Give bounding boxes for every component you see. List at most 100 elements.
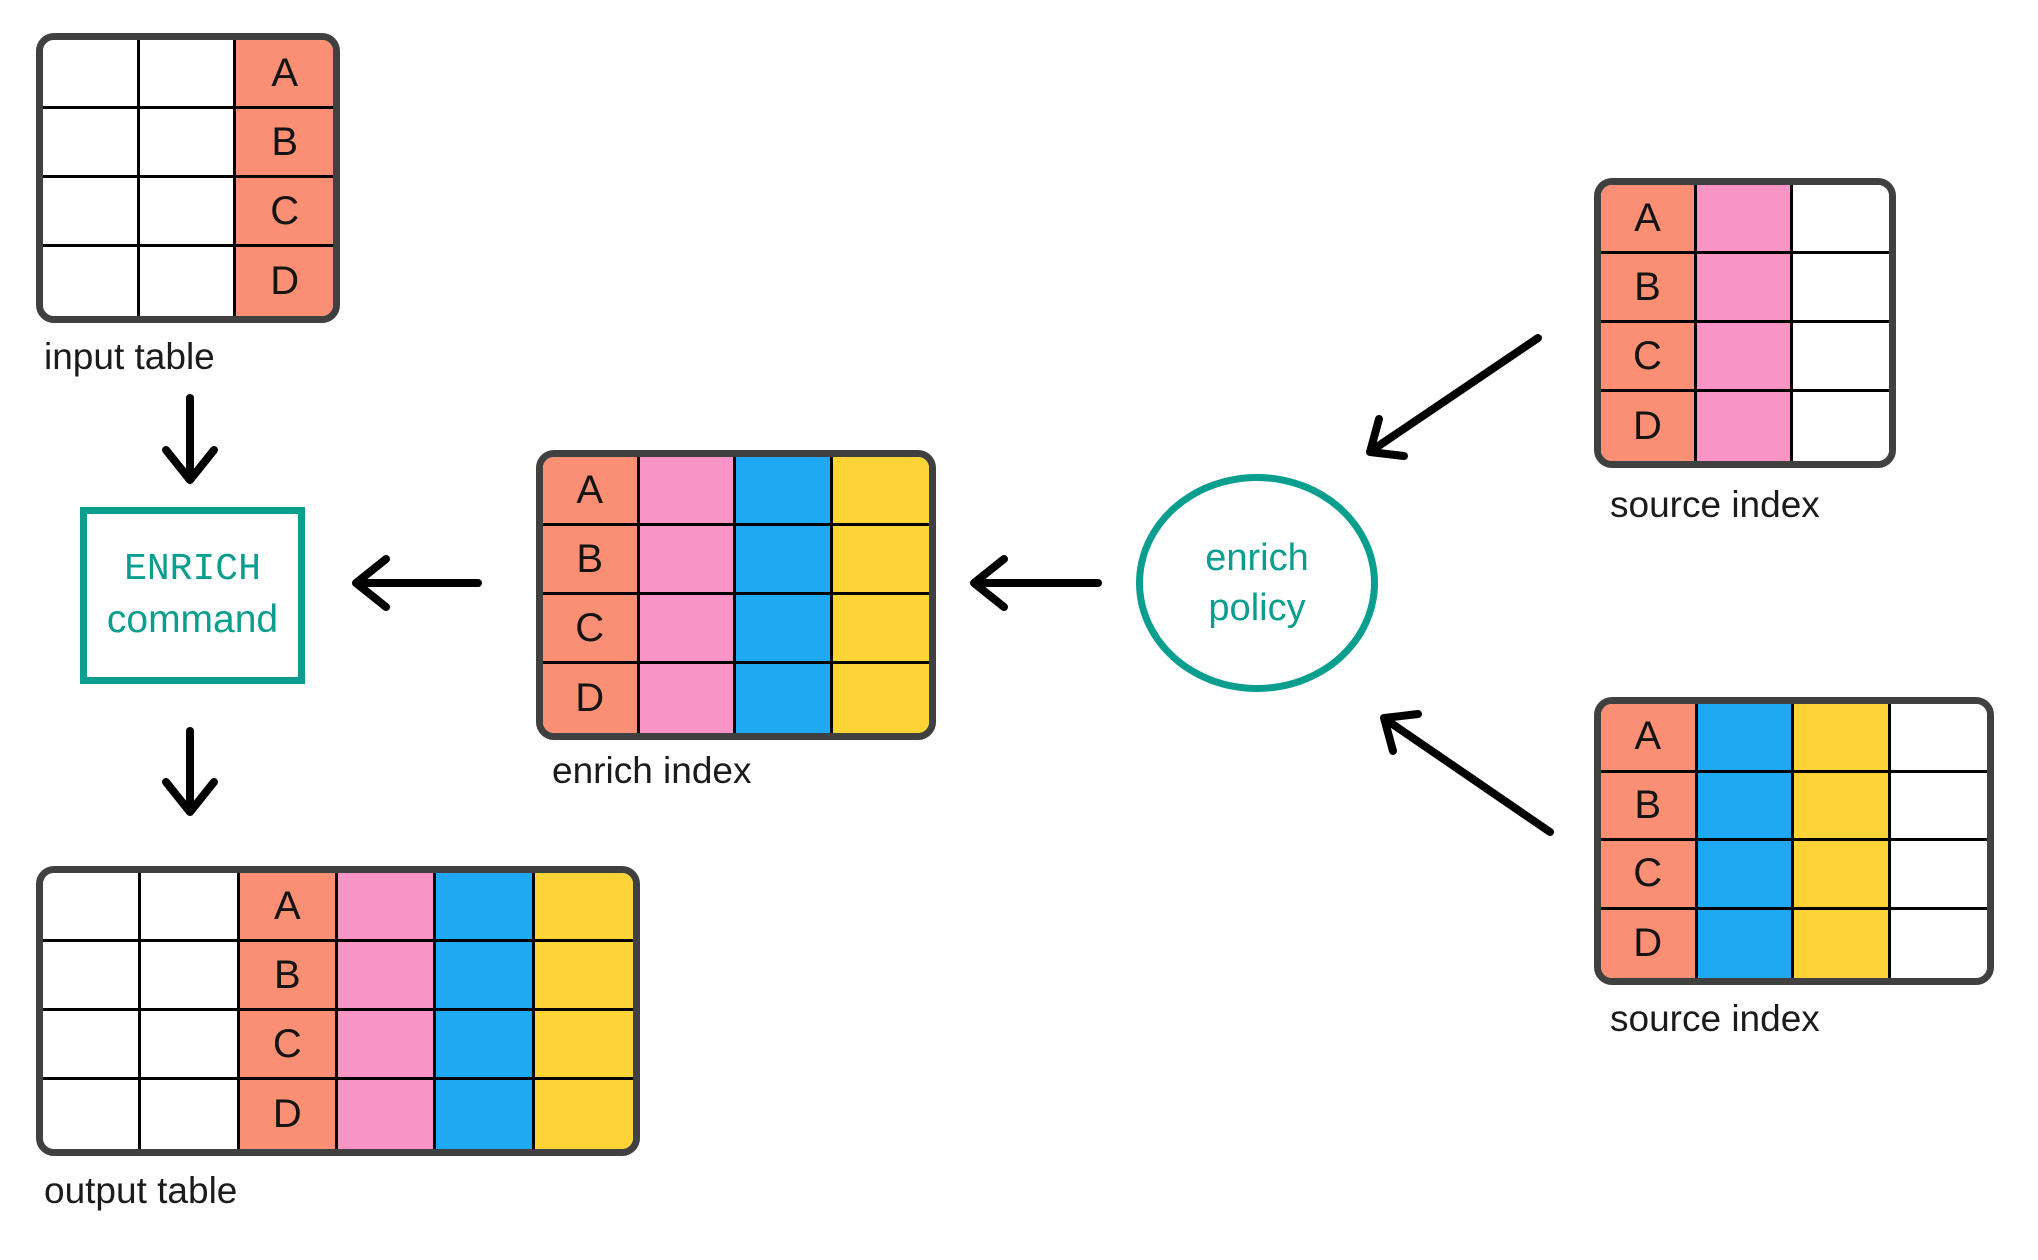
table-cell — [141, 873, 240, 942]
source-index-bottom-label: source index — [1610, 998, 1820, 1039]
enrich-command-word: command — [106, 597, 279, 641]
table-cell: A — [239, 873, 338, 942]
enrich-policy-line2: policy — [1208, 587, 1306, 629]
table-cell — [639, 526, 736, 595]
table-cell — [534, 873, 633, 942]
table-cell: B — [236, 109, 333, 178]
table-cell — [736, 526, 833, 595]
table-cell — [1793, 254, 1889, 323]
table-cell — [1697, 254, 1793, 323]
table-cell — [1890, 772, 1987, 841]
table-cell: C — [239, 1011, 338, 1080]
table-cell — [141, 1080, 240, 1149]
table-cell: D — [543, 664, 640, 733]
table-cell — [139, 109, 237, 178]
table-cell — [639, 457, 736, 526]
table-cell — [1890, 909, 1987, 978]
table-cell — [1890, 841, 1987, 910]
arrow-index-to-command — [352, 555, 482, 611]
table-cell — [43, 40, 140, 109]
table-cell — [338, 942, 437, 1011]
source-index-top-label: source index — [1610, 484, 1820, 525]
table-cell: B — [239, 942, 338, 1011]
table-cell: A — [236, 40, 333, 109]
arrow-command-to-output — [162, 727, 218, 816]
table-cell — [436, 942, 535, 1011]
table-cell: B — [1601, 254, 1697, 323]
table-cell — [534, 1080, 633, 1149]
table-cell — [832, 664, 929, 733]
table-cell: B — [1601, 772, 1698, 841]
table-cell — [43, 1080, 142, 1149]
table-cell — [1794, 841, 1891, 910]
table-cell — [43, 1011, 142, 1080]
table-cell — [43, 109, 140, 178]
table-cell: A — [543, 457, 640, 526]
table-cell — [43, 247, 140, 316]
table-cell: A — [1601, 185, 1697, 254]
arrow-input-to-command — [162, 394, 218, 484]
table-cell: A — [1601, 704, 1698, 773]
table-cell: C — [543, 595, 640, 664]
arrow-source-top-to-policy — [1366, 334, 1542, 460]
table-cell — [1794, 704, 1891, 773]
table-cell — [832, 595, 929, 664]
table-cell: D — [236, 247, 333, 316]
table-cell — [736, 457, 833, 526]
table-cell: C — [1601, 323, 1697, 392]
table-cell — [1697, 841, 1794, 910]
table-cell — [832, 526, 929, 595]
table-cell — [338, 1011, 437, 1080]
table-cell: C — [236, 178, 333, 247]
table-cell — [1697, 185, 1793, 254]
enrich-policy-line1: enrich — [1205, 536, 1309, 579]
table-cell — [1793, 392, 1889, 461]
table-cell — [139, 247, 237, 316]
enrich-policy-circle: enrich policy — [1136, 474, 1378, 692]
enrich-command-keyword: ENRICH — [124, 548, 261, 592]
table-cell — [736, 664, 833, 733]
table-cell — [534, 1011, 633, 1080]
table-cell — [1793, 323, 1889, 392]
table-cell — [139, 40, 237, 109]
table-cell — [1697, 704, 1794, 773]
table-cell — [338, 1080, 437, 1149]
table-cell — [1890, 704, 1987, 773]
table-cell: D — [1601, 909, 1698, 978]
table-cell — [1697, 772, 1794, 841]
table-cell — [141, 942, 240, 1011]
table-cell: D — [239, 1080, 338, 1149]
table-cell — [436, 1011, 535, 1080]
output-table-label: output table — [44, 1170, 238, 1211]
table-cell — [436, 873, 535, 942]
table-cell — [43, 942, 142, 1011]
table-cell — [736, 595, 833, 664]
table-cell — [43, 178, 140, 247]
enrich-command-box: ENRICH command — [80, 507, 305, 684]
table-cell: C — [1601, 841, 1698, 910]
table-cell — [1793, 185, 1889, 254]
table-cell — [1697, 323, 1793, 392]
table-cell — [534, 942, 633, 1011]
table-cell — [1697, 392, 1793, 461]
enrich-index-label: enrich index — [552, 750, 752, 791]
table-cell — [436, 1080, 535, 1149]
table-cell: B — [543, 526, 640, 595]
table-cell — [1794, 909, 1891, 978]
arrow-source-bottom-to-policy — [1380, 710, 1554, 836]
table-cell — [832, 457, 929, 526]
table-cell — [1794, 772, 1891, 841]
table-cell — [139, 178, 237, 247]
table-cell — [141, 1011, 240, 1080]
arrow-policy-to-index — [970, 555, 1102, 611]
table-cell — [338, 873, 437, 942]
table-cell — [1697, 909, 1794, 978]
input-table-label: input table — [44, 336, 215, 377]
table-cell — [639, 595, 736, 664]
